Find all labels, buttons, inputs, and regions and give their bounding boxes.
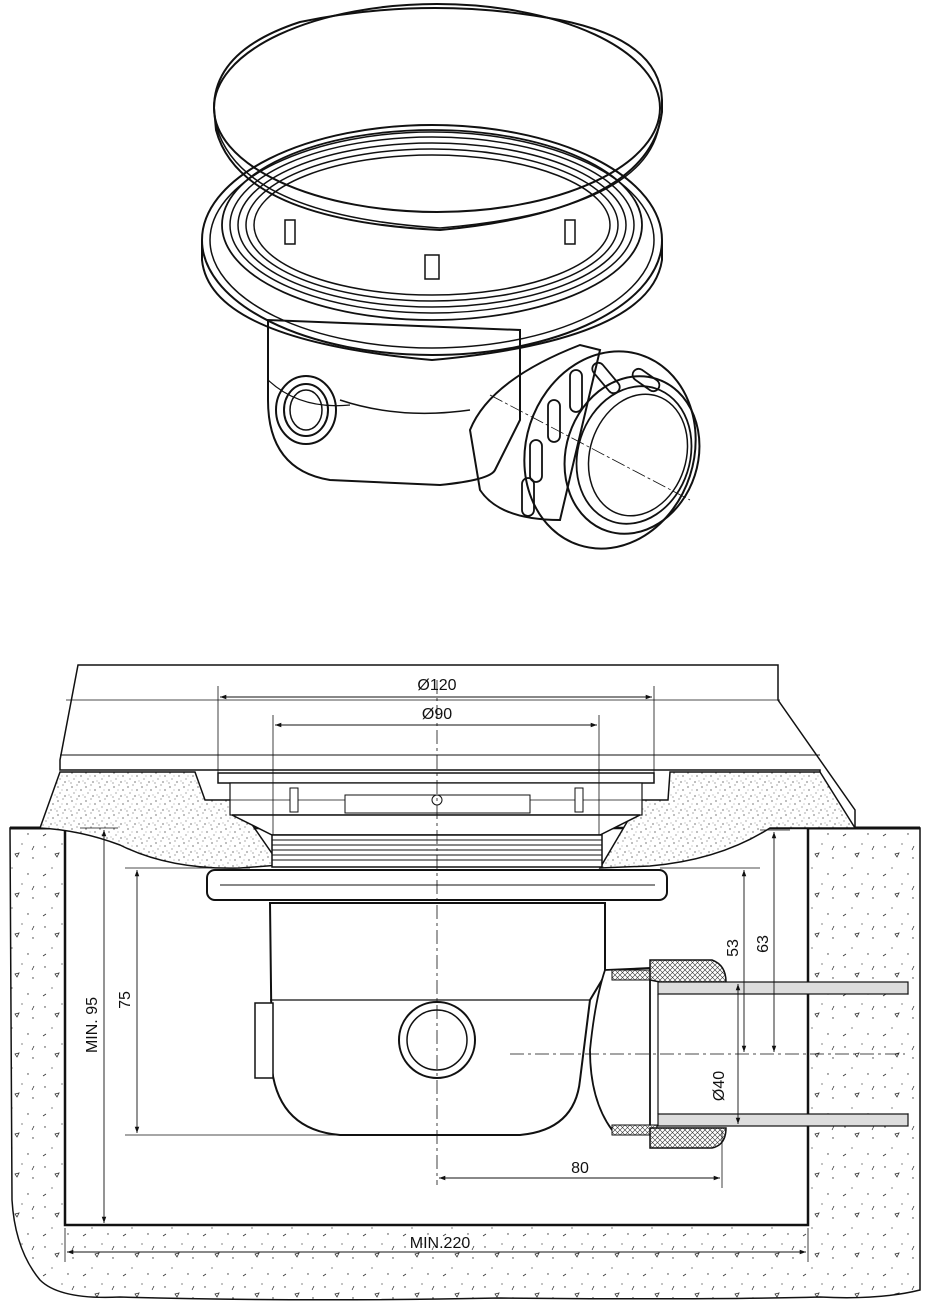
dimension-min-width-220: MIN.220 xyxy=(410,1235,471,1252)
drain-perspective-view xyxy=(201,3,701,550)
drain-section-view: Ø120 Ø90 75 MIN. 95 53 63 Ø40 80 xyxy=(9,664,921,1301)
dimension-diameter-120: Ø120 xyxy=(417,677,456,694)
dimension-height-63: 63 xyxy=(755,935,772,953)
dimension-min-depth-95: MIN. 95 xyxy=(84,997,101,1053)
dimension-height-75: 75 xyxy=(117,991,134,1009)
dimension-offset-80: 80 xyxy=(571,1160,589,1177)
dimension-height-53: 53 xyxy=(725,939,742,957)
dimension-diameter-90: Ø90 xyxy=(422,706,452,723)
dimension-diameter-40: Ø40 xyxy=(711,1071,728,1101)
